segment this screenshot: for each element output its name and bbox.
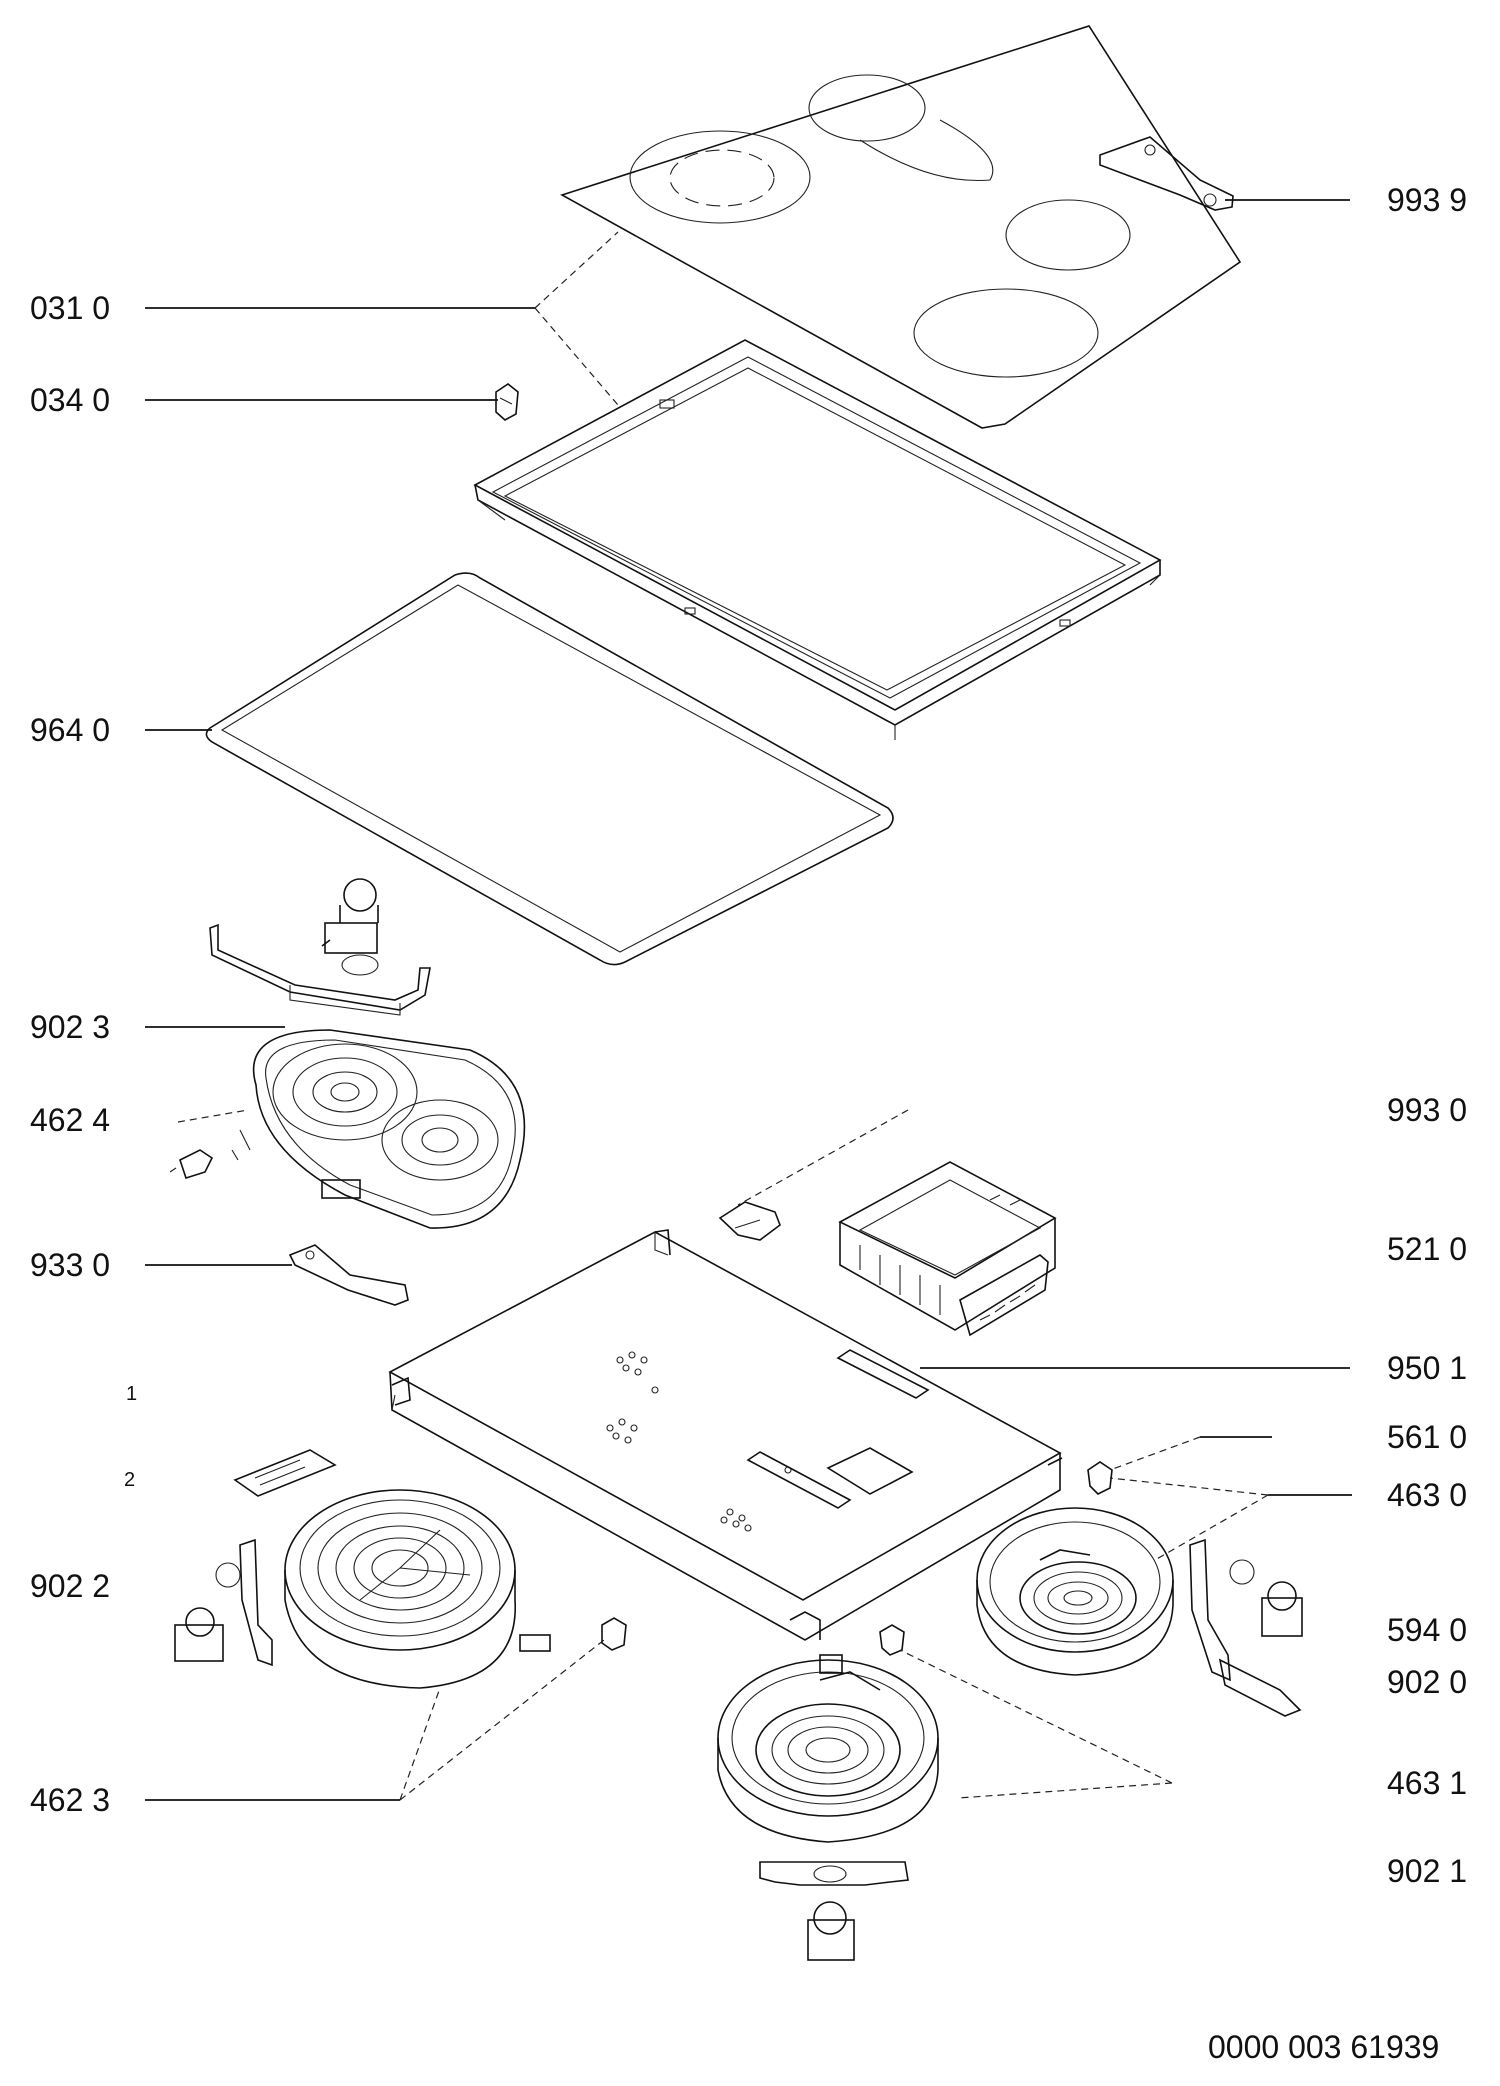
label-902-3: 902 3 xyxy=(30,1009,110,1045)
gasket-seal xyxy=(205,572,894,966)
label-463-0: 463 0 xyxy=(1387,1477,1467,1513)
round-heating-element-463-1 xyxy=(717,1624,939,1961)
leader-lines xyxy=(145,199,1352,1801)
label-902-0: 902 0 xyxy=(1387,1664,1467,1700)
label-031-0: 031 0 xyxy=(30,290,110,326)
label-594-0: 594 0 xyxy=(1387,1612,1467,1648)
part-labels: 993 9 031 0 034 0 964 0 902 3 462 4 993 … xyxy=(30,182,1467,2065)
label-933-0: 933 0 xyxy=(30,1247,110,1283)
bracket-902-3 xyxy=(209,878,431,1016)
connector-clip xyxy=(601,1617,627,1651)
label-521-0: 521 0 xyxy=(1387,1231,1467,1267)
label-902-1: 902 1 xyxy=(1387,1853,1467,1889)
round-heating-element-463-0 xyxy=(976,1461,1303,1717)
terminal-clip xyxy=(169,1149,214,1179)
label-1: 1 xyxy=(126,1383,137,1405)
base-tray xyxy=(388,1229,1063,1641)
label-964-0: 964 0 xyxy=(30,712,110,748)
label-2: 2 xyxy=(124,1469,135,1491)
oval-heating-element-462-4 xyxy=(231,1029,526,1229)
small-bracket-993-0 xyxy=(718,1201,781,1241)
limiter-933-0 xyxy=(288,1244,409,1306)
document-number: 0000 003 61939 xyxy=(1208,2029,1439,2065)
cooktop-frame xyxy=(473,339,1162,740)
label-993-0: 993 0 xyxy=(1387,1092,1467,1128)
label-902-2: 902 2 xyxy=(30,1568,110,1604)
label-034-0: 034 0 xyxy=(30,382,110,418)
clip-part xyxy=(495,383,519,421)
label-462-3: 462 3 xyxy=(30,1782,110,1818)
terminal-plate xyxy=(233,1449,337,1497)
control-module-521-0 xyxy=(838,1161,1057,1337)
label-993-9: 993 9 xyxy=(1387,182,1467,218)
label-463-1: 463 1 xyxy=(1387,1765,1467,1801)
round-heating-element-462-3 xyxy=(174,1489,551,1689)
label-561-0: 561 0 xyxy=(1387,1419,1467,1455)
label-950-1: 950 1 xyxy=(1387,1350,1467,1386)
label-462-4: 462 4 xyxy=(30,1102,110,1138)
glass-cooktop xyxy=(559,25,1242,429)
